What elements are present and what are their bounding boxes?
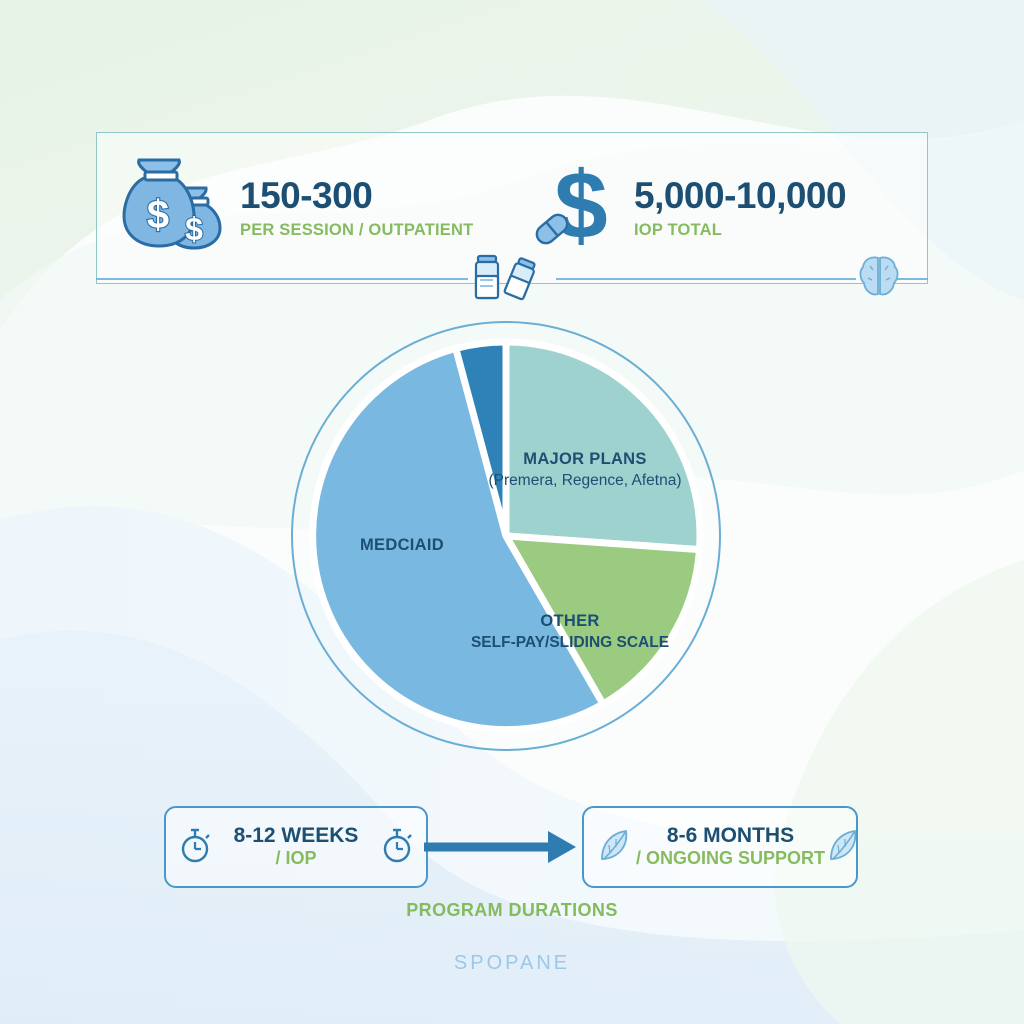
- stopwatch-icon: [178, 826, 212, 869]
- stat-label: PER SESSION / OUTPATIENT: [240, 220, 474, 239]
- stopwatch-icon: [380, 826, 414, 869]
- pie-chart: [276, 316, 736, 756]
- stat-text-iop-total: 5,000-10,000 IOP TOTAL: [634, 174, 847, 240]
- svg-text:$: $: [185, 211, 203, 247]
- timeline-box-ongoing[interactable]: 8-6 MONTHS / ONGOING SUPPORT: [582, 806, 858, 888]
- brain-icon: [858, 254, 900, 303]
- pie-slice-major-plans: [502, 338, 704, 554]
- pie-slice-other-selfpay: [499, 532, 704, 709]
- svg-text:$: $: [554, 158, 607, 254]
- pill-icon: [531, 208, 573, 255]
- timeline-sub: / IOP: [275, 847, 317, 868]
- stat-value: 150-300: [240, 174, 373, 216]
- stat-label: IOP TOTAL: [634, 220, 722, 239]
- divider-far-right: [896, 278, 928, 280]
- arrow-right-icon: [424, 826, 588, 868]
- money-bags-icon: $ $: [122, 158, 226, 259]
- pie-slice-other: [451, 338, 510, 537]
- timeline-text-ongoing: 8-6 MONTHS / ONGOING SUPPORT: [636, 825, 825, 868]
- timeline-text-iop: 8-12 WEEKS / IOP: [212, 825, 380, 868]
- stats-row: $ $ 150-300 PER SESSION / OUTPATIENT $ 5…: [96, 132, 928, 284]
- timeline-box-iop[interactable]: 8-12 WEEKS / IOP: [164, 806, 428, 888]
- dollar-sign-icon: $: [542, 152, 620, 259]
- divider-left: [96, 278, 468, 280]
- timeline-value: 8-6 MONTHS: [666, 824, 795, 848]
- divider-right: [556, 278, 856, 280]
- svg-text:$: $: [147, 193, 169, 237]
- pie-slices: [309, 338, 704, 734]
- stat-block-iop-total: $ 5,000-10,000 IOP TOTAL: [532, 132, 928, 284]
- leaf-icon: [596, 825, 636, 870]
- pie-slice-medicaid: [309, 344, 608, 734]
- program-durations-caption: PROGRAM DURATIONS: [406, 900, 618, 920]
- footer-location: SPOPANE: [453, 952, 571, 974]
- vials-icon: [466, 254, 546, 307]
- leaf-icon: [825, 825, 865, 870]
- timeline-sub: / ONGOING SUPPORT: [636, 847, 826, 868]
- stats-frame: [96, 132, 928, 284]
- timeline-value: 8-12 WEEKS: [233, 824, 359, 848]
- stat-value: 5,000-10,000: [634, 174, 847, 216]
- stat-text-per-session: 150-300 PER SESSION / OUTPATIENT: [240, 177, 473, 240]
- stat-block-per-session: $ $ 150-300 PER SESSION / OUTPATIENT: [96, 132, 532, 284]
